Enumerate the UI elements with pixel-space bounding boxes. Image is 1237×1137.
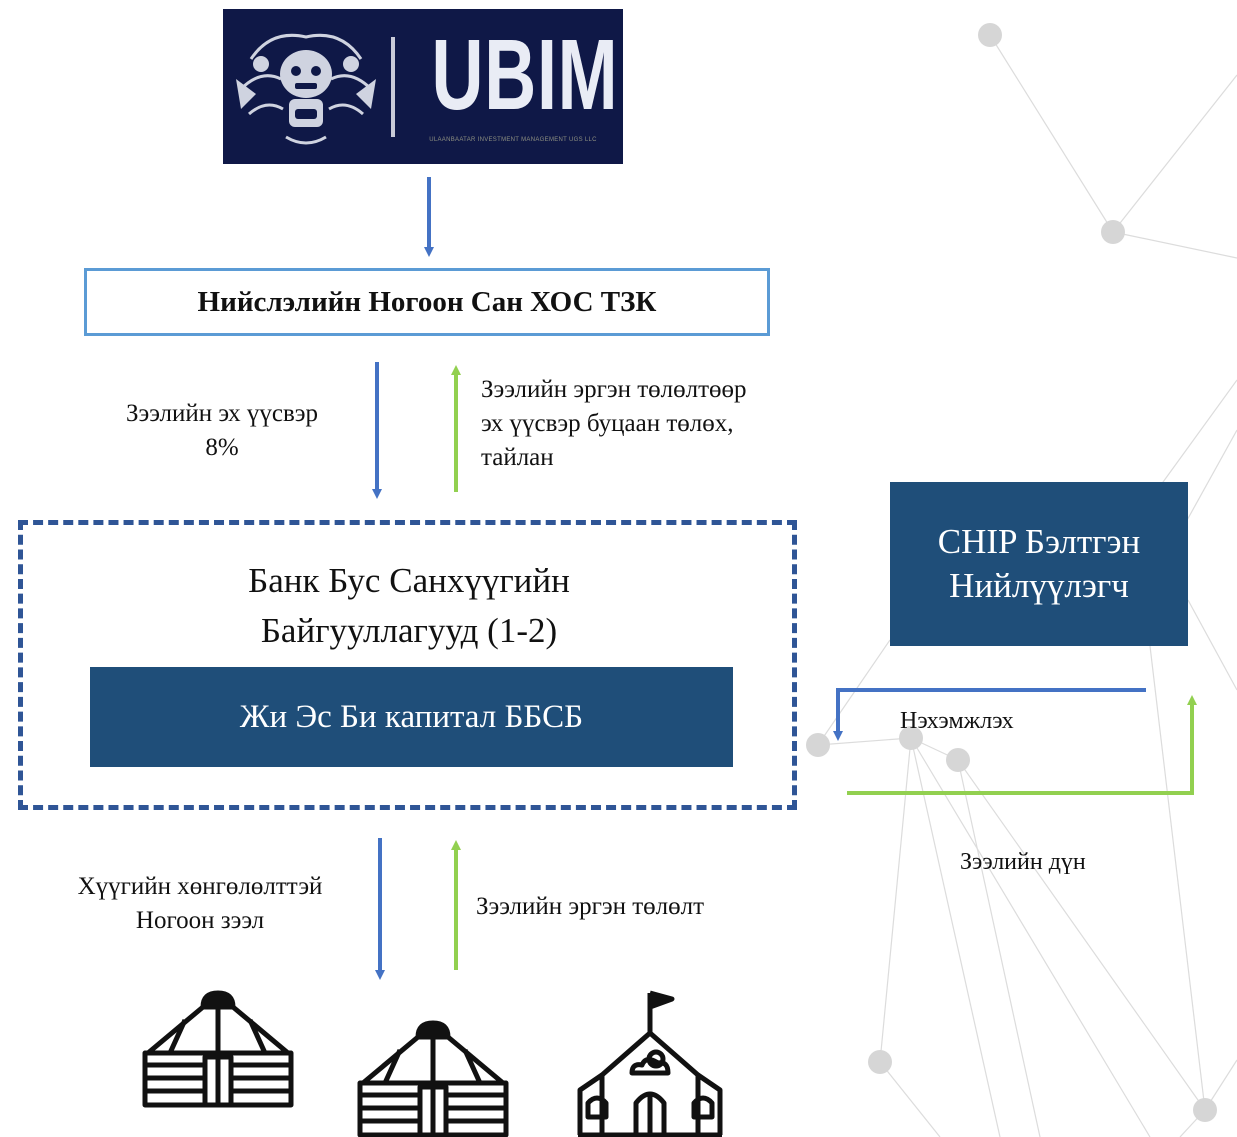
green-fund-box: Нийслэлийн Ногоон Сан ХОС ТЗК xyxy=(84,268,770,336)
principal-source-line-1: Зээлийн эх үүсвэр xyxy=(125,400,319,427)
nbfi-title-line-1: Банк Бус Санхүүгийн xyxy=(248,561,570,600)
loan-amount-label: Зээлийн дүн xyxy=(960,849,1086,875)
beneficiaries-icons xyxy=(142,990,723,1137)
green-loan-line-2: Ногоон зээл xyxy=(135,907,265,934)
chip-supplier-line-2: Нийлүүлэгч xyxy=(949,566,1129,605)
ger-icon xyxy=(357,1020,509,1137)
chip-supplier-line-1: CHIP Бэлтгэн xyxy=(937,522,1141,561)
green-loan-label: Хүүгийн хөнгөлөлттэй Ногоон зээл xyxy=(30,870,370,938)
invoice-arrow xyxy=(833,688,1146,741)
green-loan-line-1: Хүүгийн хөнгөлөлттэй xyxy=(77,873,323,900)
repayment-to-fund-line-2: эх үүсвэр буцаан төлөх, xyxy=(481,410,734,437)
logo-divider xyxy=(391,37,395,137)
gsb-capital-box: Жи Эс Би капитал ББСБ xyxy=(90,667,733,767)
repayment-to-fund-line-1: Зээлийн эргэн төлөлтөөр xyxy=(481,376,747,403)
nbfi-title-line-2: Байгууллагууд (1-2) xyxy=(260,611,558,650)
logo-subtitle: ULAANBAATAR INVESTMENT MANAGEMENT UGS LL… xyxy=(429,137,597,143)
loan-amount-arrow xyxy=(847,695,1197,795)
green-fund-name: Нийслэлийн Ногоон Сан ХОС ТЗК xyxy=(197,285,657,318)
nbfi-group-title: Банк Бус Санхүүгийн Байгууллагууд (1-2) xyxy=(120,556,698,656)
ubim-logo: UBIM ULAANBAATAR INVESTMENT MANAGEMENT U… xyxy=(223,9,623,164)
nbfi-group-box xyxy=(18,520,797,810)
guardian-emblem-icon xyxy=(236,33,376,145)
ger-icon xyxy=(142,990,294,1108)
repayment-to-fund-line-3: тайлан xyxy=(481,444,554,471)
repayment-to-fund-label: Зээлийн эргэн төлөлтөөр эх үүсвэр буцаан… xyxy=(481,373,841,475)
loan-repayment-label: Зээлийн эргэн төлөлт xyxy=(476,893,705,920)
principal-source-label: Зээлийн эх үүсвэр 8% xyxy=(92,397,352,465)
gsb-capital-name: Жи Эс Би капитал ББСБ xyxy=(239,698,584,735)
principal-source-rate: 8% xyxy=(205,434,239,461)
school-icon xyxy=(577,990,723,1137)
logo-wordmark: UBIM xyxy=(431,19,619,131)
chip-supplier-box: CHIP Бэлтгэн Нийлүүлэгч xyxy=(890,482,1188,646)
invoice-label: Нэхэмжлэх xyxy=(900,708,1014,734)
